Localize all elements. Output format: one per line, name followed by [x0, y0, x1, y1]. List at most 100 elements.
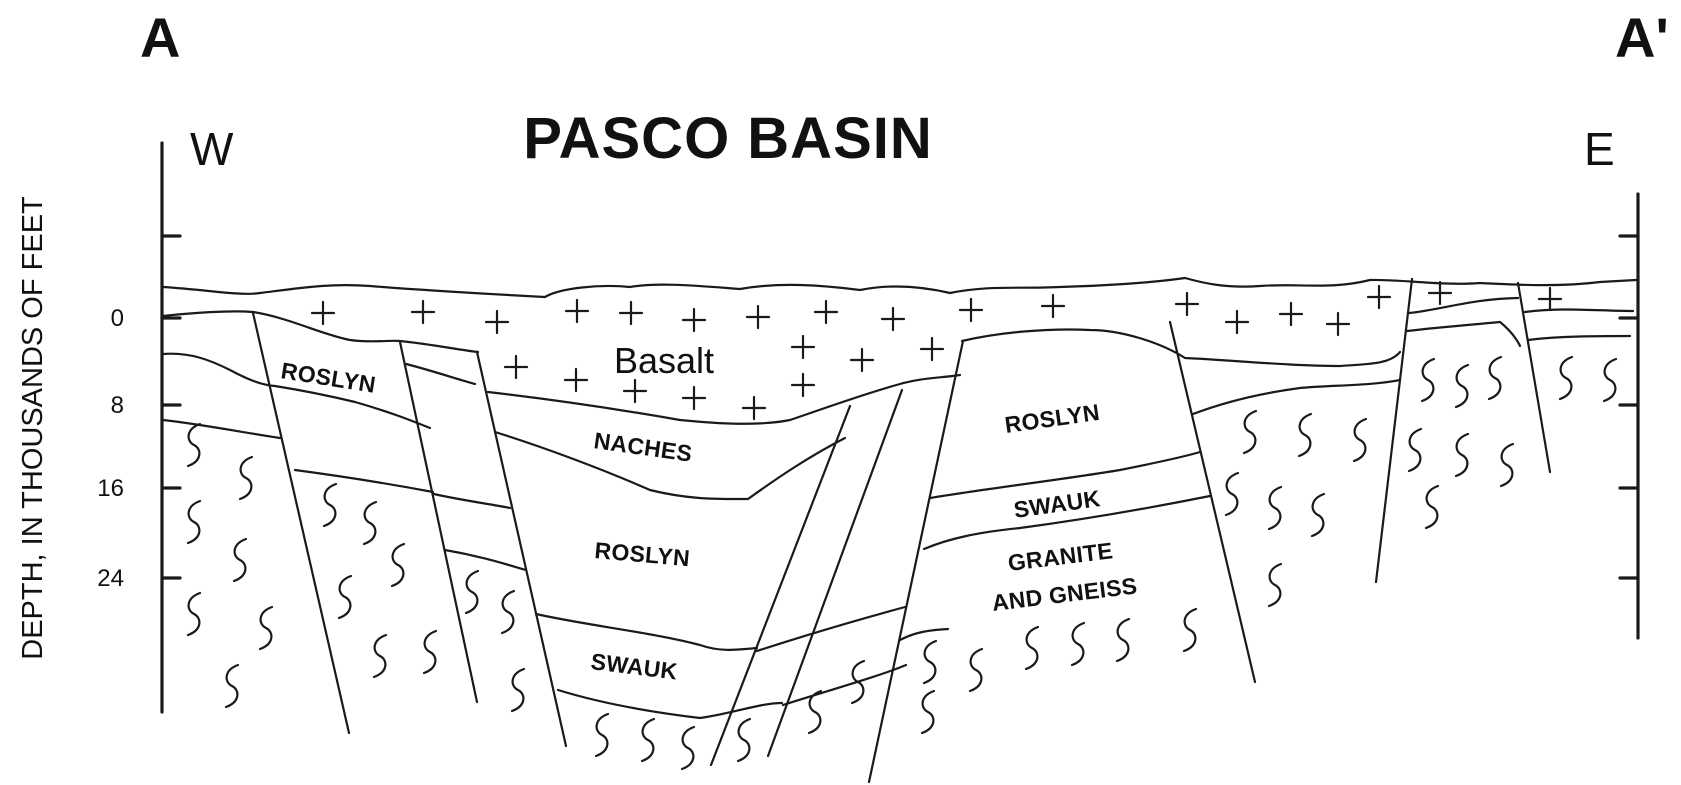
basement-wave-symbol — [1182, 607, 1198, 653]
basement-wave-symbol — [1487, 355, 1503, 401]
basement-wave-symbol — [390, 542, 406, 588]
diagram-title: PASCO BASIN — [523, 106, 933, 171]
basalt-plus-symbol — [745, 304, 771, 330]
basement-wave-symbol — [1024, 625, 1040, 671]
basalt-base-far-east-3 — [1523, 308, 1635, 314]
fault-8 — [1374, 277, 1414, 584]
fault-1 — [251, 311, 351, 735]
basement-wave-symbol — [680, 725, 696, 771]
fault-9 — [1516, 281, 1552, 474]
basalt-plus-symbol — [622, 378, 648, 404]
basalt-label: Basalt — [614, 340, 714, 381]
fault-7 — [1168, 320, 1257, 684]
basement-wave-symbol — [850, 659, 866, 705]
basement-wave-symbol — [186, 591, 202, 637]
contact-west-3 — [293, 468, 435, 494]
basement-wave-symbol — [1310, 492, 1326, 538]
depth-tick-0: 0 — [111, 305, 124, 332]
unit-roslyn-west: ROSLYN — [279, 357, 377, 398]
contact-west-1 — [161, 352, 432, 430]
basement-wave-symbol — [1267, 485, 1283, 531]
fault-lines — [251, 277, 1552, 784]
basalt-plus-symbol — [563, 367, 589, 393]
east-label: E — [1584, 123, 1615, 175]
basalt-plus-symbol — [1325, 311, 1351, 337]
basement-wave-symbol — [224, 663, 240, 709]
basement-wave-symbol — [1454, 432, 1470, 478]
fault-2 — [398, 340, 479, 704]
depth-tick-24: 24 — [97, 565, 124, 592]
basalt-symbols — [310, 280, 1563, 421]
basement-wave-symbol — [1499, 442, 1515, 488]
roslyn-east-base — [928, 450, 1202, 500]
basement-wave-symbol — [258, 605, 274, 651]
basement-wave-symbol — [1352, 417, 1368, 463]
depth-tick-8: 8 — [111, 392, 124, 419]
basalt-plus-symbol — [880, 306, 906, 332]
graben-contact-1 — [755, 605, 907, 653]
unit-naches: NACHES — [592, 427, 694, 467]
basalt-base-far-east-4 — [1526, 334, 1632, 342]
contact-west-6 — [443, 548, 528, 572]
west-label: W — [190, 123, 234, 175]
fault-6 — [867, 339, 965, 784]
basalt-plus-symbol — [958, 297, 984, 323]
ground-surface — [161, 276, 1638, 299]
basement-wave-symbol — [1267, 562, 1283, 608]
basement-wave-symbol — [1115, 617, 1131, 663]
basement-wave-symbol — [510, 667, 526, 713]
basement-wave-symbol — [322, 482, 338, 528]
basalt-plus-symbol — [310, 300, 336, 326]
section-end-label: A' — [1615, 6, 1669, 69]
basalt-plus-symbol — [1040, 293, 1066, 319]
basalt-plus-symbol — [1278, 301, 1304, 327]
basement-wave-symbol — [372, 633, 388, 679]
basalt-plus-symbol — [564, 298, 590, 324]
basement-wave-symbol — [362, 500, 378, 546]
unit-roslyn-east: ROSLYN — [1003, 399, 1101, 438]
basalt-plus-symbol — [790, 372, 816, 398]
basalt-plus-symbol — [1366, 284, 1392, 310]
basalt-plus-symbol — [484, 309, 510, 335]
graben-contact-3 — [898, 627, 950, 642]
basalt-plus-symbol — [681, 307, 707, 333]
swauk-east-base — [922, 494, 1212, 551]
basement-wave-symbol — [1224, 471, 1240, 517]
basement-wave-symbol — [1602, 357, 1618, 403]
fault-4 — [709, 404, 852, 767]
fault-3 — [475, 350, 568, 748]
basalt-plus-symbol — [681, 385, 707, 411]
naches-top — [493, 430, 847, 501]
basement-wave-symbol — [922, 639, 938, 685]
basalt-plus-symbol — [849, 347, 875, 373]
basement-wave-symbol — [920, 689, 936, 735]
basalt-base-far-east-1 — [1407, 296, 1520, 315]
basement-wave-symbol — [1424, 484, 1440, 530]
basement-wave-symbol — [500, 589, 516, 635]
basement-wave-symbol — [232, 537, 248, 583]
basalt-base-west — [161, 310, 480, 354]
basalt-plus-symbol — [1427, 280, 1453, 306]
depth-tick-16: 16 — [97, 475, 124, 502]
unit-granite: GRANITE — [1006, 537, 1114, 576]
basalt-plus-symbol — [618, 300, 644, 326]
contact-west-2 — [161, 418, 282, 440]
unit-swauk-graben: SWAUK — [589, 648, 679, 684]
basement-wave-symbol — [1297, 412, 1313, 458]
basement-wave-symbol — [186, 422, 202, 468]
basalt-plus-symbol — [741, 395, 767, 421]
basement-wave-symbol — [422, 629, 438, 675]
basement-symbols — [186, 355, 1618, 771]
basement-wave-symbol — [186, 499, 202, 545]
basalt-plus-symbol — [410, 299, 436, 325]
basement-wave-symbol — [1242, 409, 1258, 455]
basement-wave-symbol — [1070, 621, 1086, 667]
depth-axis-label: DEPTH, IN THOUSANDS OF FEET — [17, 196, 49, 660]
swauk-base — [556, 688, 784, 720]
basalt-base-center — [486, 373, 962, 425]
left-depth-axis — [160, 141, 182, 714]
contact-west-5 — [432, 492, 512, 510]
right-depth-axis — [1618, 192, 1640, 640]
naches-base-roslyn-top — [534, 612, 759, 651]
